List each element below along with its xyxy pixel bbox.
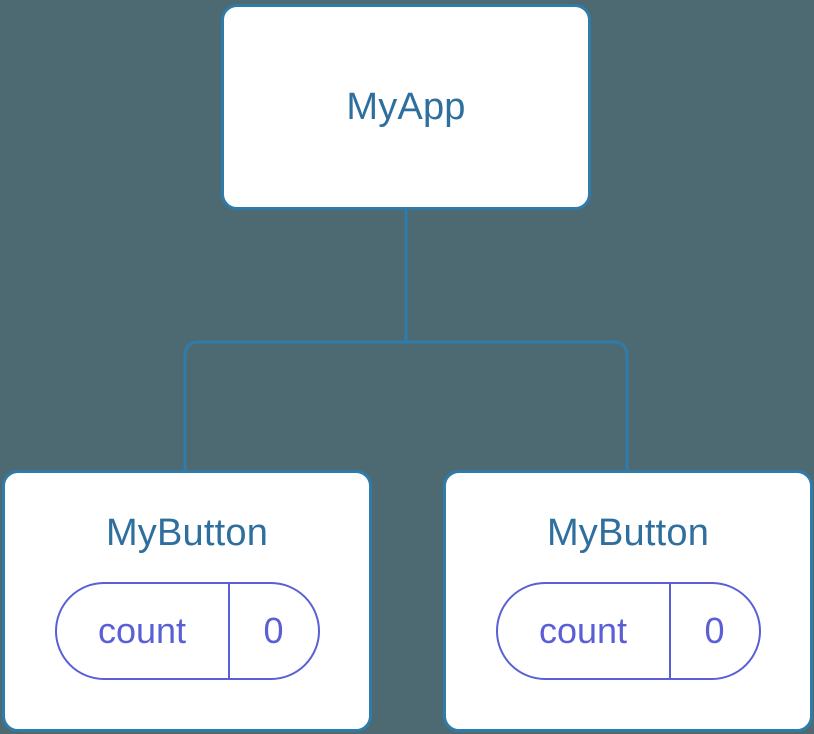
- connector-branch-left: [183, 340, 406, 470]
- state-key-label: count: [498, 584, 671, 678]
- connector-branch-right: [406, 340, 629, 470]
- state-pill[interactable]: count 0: [495, 582, 761, 680]
- state-key-label: count: [57, 584, 230, 678]
- state-value: 0: [263, 610, 284, 651]
- node-title: MyButton: [105, 512, 269, 554]
- state-pill[interactable]: count 0: [54, 582, 320, 680]
- state-value: 0: [704, 610, 725, 651]
- tree-node-mybutton-1[interactable]: MyButton count 0: [2, 470, 372, 732]
- tree-node-myapp[interactable]: MyApp: [221, 4, 591, 210]
- node-title: MyApp: [346, 86, 466, 128]
- tree-node-mybutton-2[interactable]: MyButton count 0: [443, 470, 813, 732]
- node-title: MyButton: [546, 512, 710, 554]
